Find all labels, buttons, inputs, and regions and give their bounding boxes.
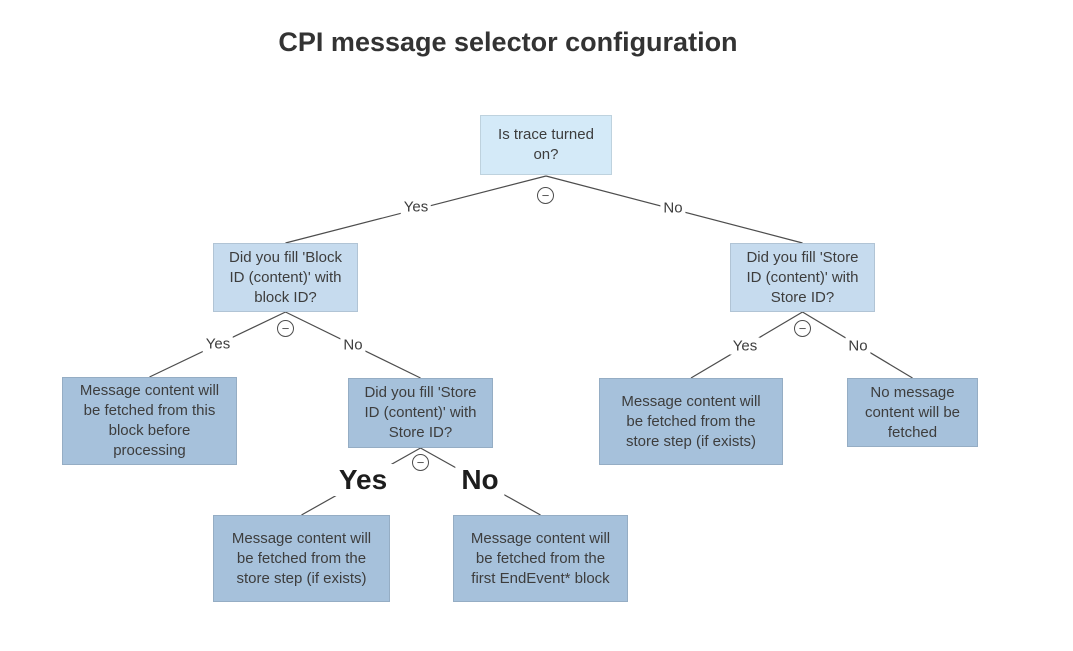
decision-node-store-id-right: Did you fill 'Store ID (content)' with S… [730,243,875,312]
node-label: Message content will be fetched from the… [621,392,761,450]
decision-node-trace: Is trace turned on? [480,115,612,175]
leaf-node-fetch-from-store-left-branch: Message content will be fetched from the… [213,515,390,602]
edge-label-block-no: No [340,336,366,354]
collapse-toggle-block-id[interactable]: − [277,320,294,337]
edge-label-store-right-no: No [845,337,871,355]
collapse-toggle-trace[interactable]: − [537,187,554,204]
minus-icon: − [281,320,290,336]
edge-label-trace-yes: Yes [400,198,432,216]
node-label: Did you fill 'Block ID (content)' with b… [229,248,342,306]
decision-node-store-id-left: Did you fill 'Store ID (content)' with S… [348,378,493,448]
node-label: Did you fill 'Store ID (content)' with S… [746,248,859,306]
edge-label-store-left-no: No [455,464,505,496]
decision-node-block-id: Did you fill 'Block ID (content)' with b… [213,243,358,312]
node-label: Is trace turned on? [498,126,594,163]
leaf-node-no-fetch: No message content will be fetched [847,378,978,447]
node-label: Message content will be fetched from thi… [79,382,220,459]
leaf-node-fetch-from-endevent: Message content will be fetched from the… [453,515,628,602]
minus-icon: − [798,320,807,336]
minus-icon: − [541,187,550,203]
node-label: Message content will be fetched from the… [231,529,372,587]
node-label: Did you fill 'Store ID (content)' with S… [364,384,477,441]
leaf-node-fetch-from-store-right-branch: Message content will be fetched from the… [599,378,783,465]
leaf-node-fetch-from-block: Message content will be fetched from thi… [62,377,237,465]
edge-label-block-yes: Yes [202,335,234,353]
diagram-title: CPI message selector configuration [278,27,738,57]
edge-label-trace-no: No [660,199,686,217]
collapse-toggle-store-id-left[interactable]: − [412,454,429,471]
node-label: Message content will be fetched from the… [470,529,611,587]
node-label: No message content will be fetched [864,383,961,441]
edge-label-store-right-yes: Yes [729,337,761,355]
edge-label-store-left-yes: Yes [332,464,394,496]
collapse-toggle-store-id-right[interactable]: − [794,320,811,337]
minus-icon: − [416,454,425,470]
